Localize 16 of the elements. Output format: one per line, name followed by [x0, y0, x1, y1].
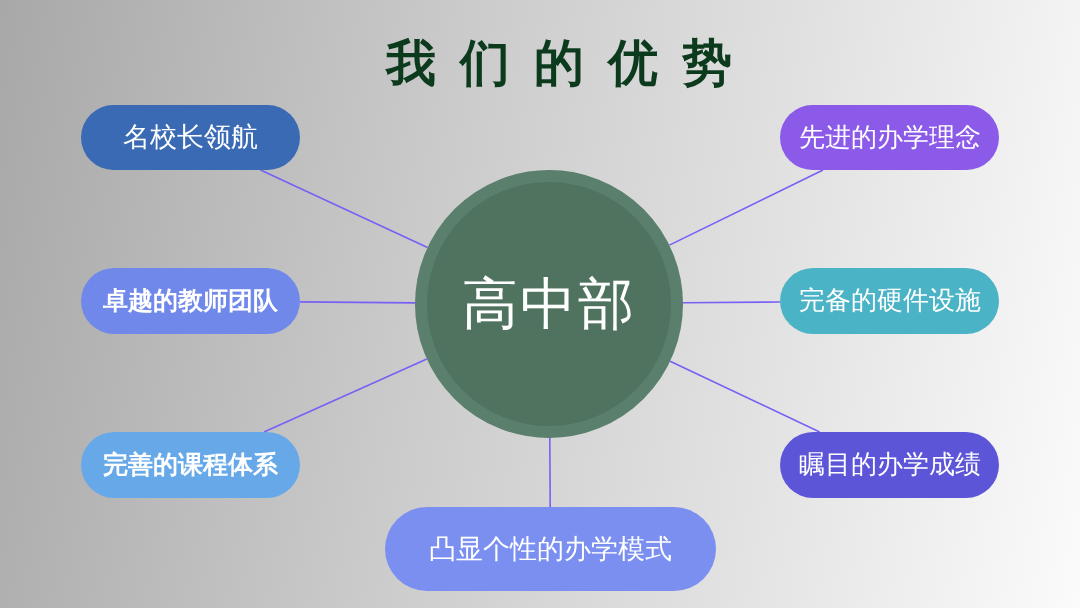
pill-label: 卓越的教师团队	[103, 286, 278, 316]
pill-label: 瞩目的办学成绩	[798, 449, 981, 481]
connector-line	[549, 437, 551, 508]
pill-label: 名校长领航	[123, 121, 258, 154]
pill-label: 完善的课程体系	[103, 450, 278, 480]
hub-label: 高中部	[462, 270, 636, 338]
pill-label: 凸显个性的办学模式	[429, 532, 672, 566]
connector-line	[299, 301, 416, 304]
connector-line	[669, 360, 821, 433]
connector-line	[668, 169, 824, 246]
pill-label: 完备的硬件设施	[798, 285, 981, 317]
diagram-title: 我们的优势	[386, 34, 756, 93]
pill-label: 先进的办学理念	[798, 121, 981, 154]
connector-line	[682, 301, 781, 304]
connector-line	[259, 169, 429, 249]
connector-line	[263, 358, 428, 433]
